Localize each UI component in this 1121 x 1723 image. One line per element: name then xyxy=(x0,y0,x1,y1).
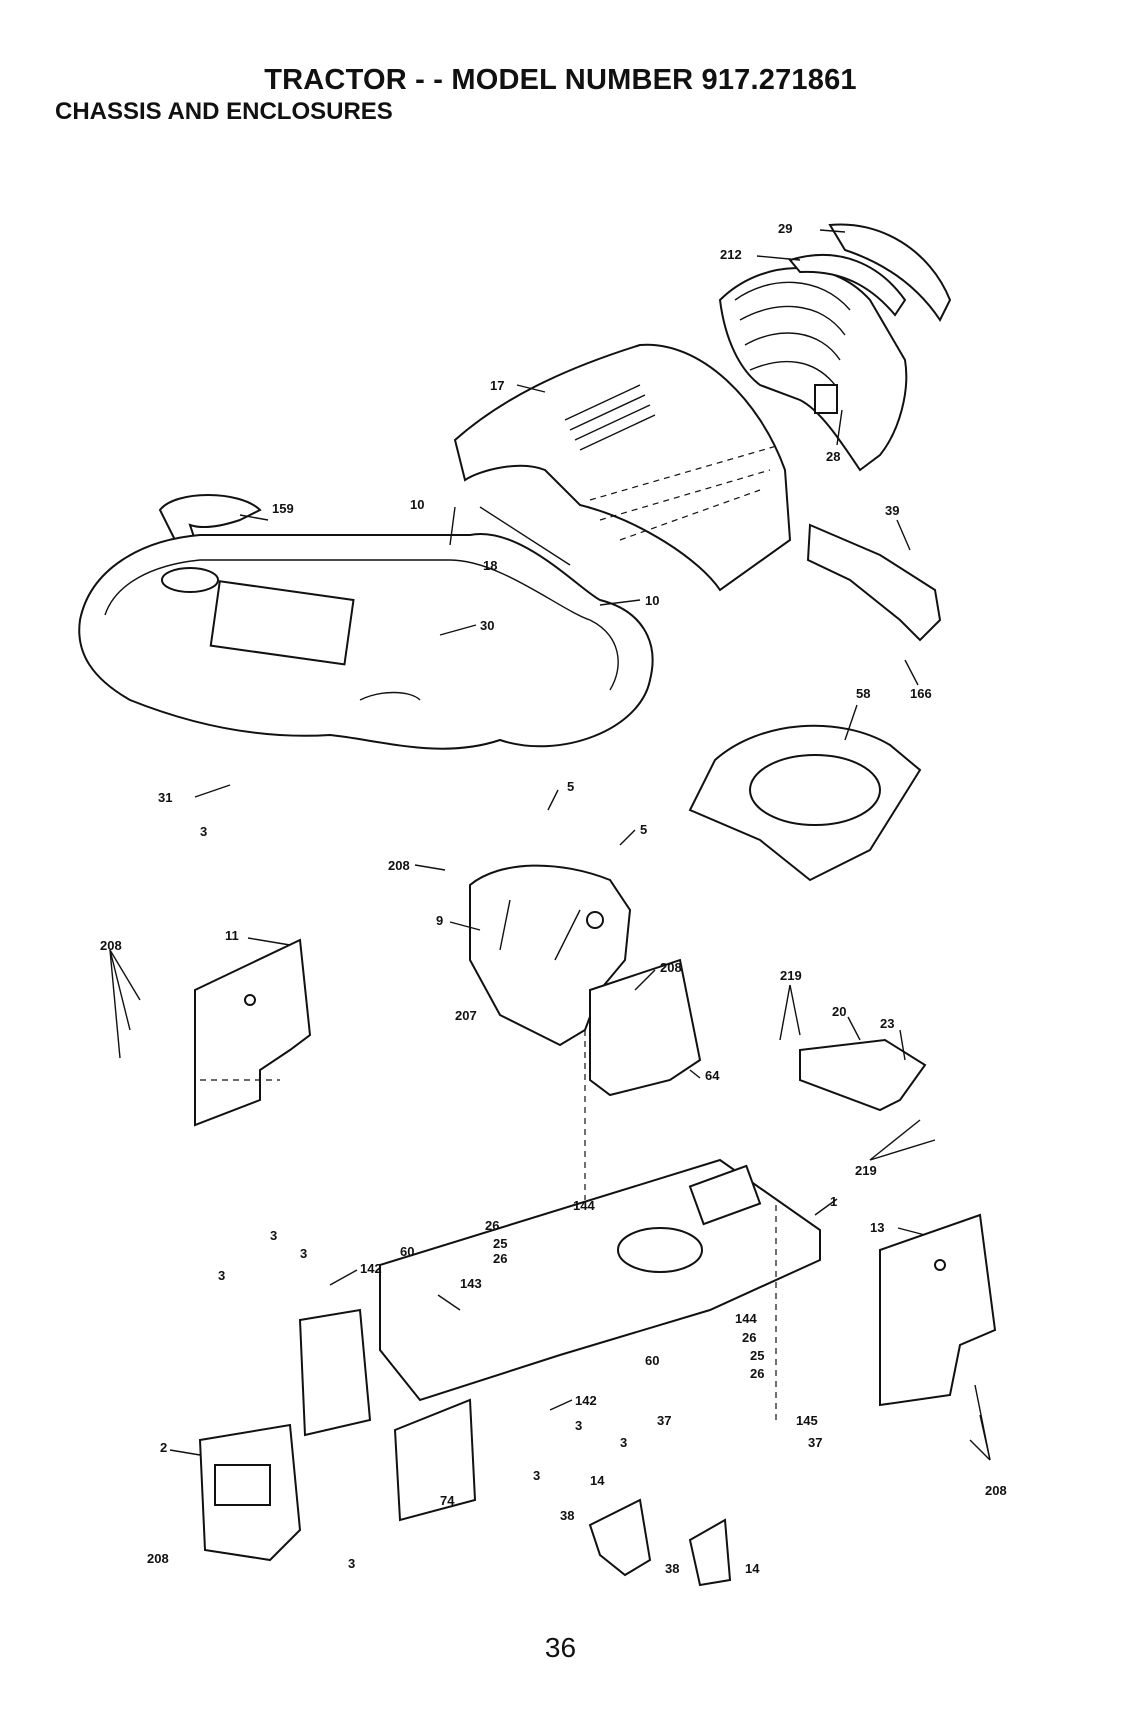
callout-64: 64 xyxy=(705,1068,720,1083)
callout-143: 143 xyxy=(460,1276,482,1291)
callout-5a: 5 xyxy=(567,779,574,794)
part-footplate xyxy=(690,726,920,880)
callout-11: 11 xyxy=(225,928,239,943)
callout-60a: 60 xyxy=(400,1244,414,1259)
callout-39: 39 xyxy=(885,503,899,518)
callout-212: 212 xyxy=(720,247,742,262)
callout-26a: 26 xyxy=(485,1218,499,1233)
callout-18: 18 xyxy=(483,558,497,573)
callout-37b: 37 xyxy=(808,1435,822,1450)
callout-219a: 219 xyxy=(780,968,802,983)
callout-3g: 3 xyxy=(533,1468,540,1483)
callout-208a: 208 xyxy=(388,858,410,873)
callout-3h: 3 xyxy=(348,1556,355,1571)
callout-208b: 208 xyxy=(660,960,682,975)
callout-26b: 26 xyxy=(493,1251,507,1266)
callout-37a: 37 xyxy=(657,1413,671,1428)
callout-3d: 3 xyxy=(218,1268,225,1283)
callout-10a: 10 xyxy=(410,497,424,512)
callout-208c: 208 xyxy=(100,938,122,953)
callout-74: 74 xyxy=(440,1493,455,1508)
callout-26c: 26 xyxy=(742,1330,756,1345)
callout-26d: 26 xyxy=(750,1366,764,1381)
callout-13: 13 xyxy=(870,1220,884,1235)
callout-3e: 3 xyxy=(575,1418,582,1433)
callout-208d: 208 xyxy=(985,1483,1007,1498)
part-side-panel-right xyxy=(880,1215,995,1405)
part-side-panel-left xyxy=(195,940,310,1125)
callout-31: 31 xyxy=(158,790,172,805)
callout-9: 9 xyxy=(436,913,443,928)
callout-58: 58 xyxy=(856,686,870,701)
callout-30: 30 xyxy=(480,618,494,633)
callout-3c: 3 xyxy=(300,1246,307,1261)
callout-2: 2 xyxy=(160,1440,167,1455)
callout-38a: 38 xyxy=(560,1508,574,1523)
part-front-panel xyxy=(200,1425,300,1560)
callout-17: 17 xyxy=(490,378,504,393)
callout-1: 1 xyxy=(830,1194,837,1209)
callout-166: 166 xyxy=(910,686,932,701)
callout-29: 29 xyxy=(778,221,792,236)
callout-219b: 219 xyxy=(855,1163,877,1178)
callout-3b: 3 xyxy=(270,1228,277,1243)
part-bracket-39 xyxy=(808,525,940,640)
callout-60b: 60 xyxy=(645,1353,659,1368)
part-cup-holder xyxy=(160,495,260,540)
callout-207: 207 xyxy=(455,1008,477,1023)
callout-20: 20 xyxy=(832,1004,846,1019)
part-fender xyxy=(79,534,652,749)
callout-144b: 144 xyxy=(735,1311,757,1326)
part-plate-20 xyxy=(800,1040,925,1110)
callout-28: 28 xyxy=(826,449,840,464)
callout-25b: 25 xyxy=(750,1348,764,1363)
callout-23: 23 xyxy=(880,1016,894,1031)
callout-10b: 10 xyxy=(645,593,659,608)
page-number: 36 xyxy=(0,1632,1121,1664)
part-brackets-38 xyxy=(590,1500,730,1585)
callout-25a: 25 xyxy=(493,1236,507,1251)
callout-3a: 3 xyxy=(200,824,207,839)
callout-144a: 144 xyxy=(573,1198,595,1213)
callout-38b: 38 xyxy=(665,1561,679,1576)
callout-145: 145 xyxy=(796,1413,818,1428)
callout-159: 159 xyxy=(272,501,294,516)
callout-14a: 14 xyxy=(590,1473,605,1488)
callout-3f: 3 xyxy=(620,1435,627,1450)
callout-142b: 142 xyxy=(575,1393,597,1408)
callout-5b: 5 xyxy=(640,822,647,837)
callout-208e: 208 xyxy=(147,1551,169,1566)
callout-14b: 14 xyxy=(745,1561,760,1576)
callout-142a: 142 xyxy=(360,1261,382,1276)
